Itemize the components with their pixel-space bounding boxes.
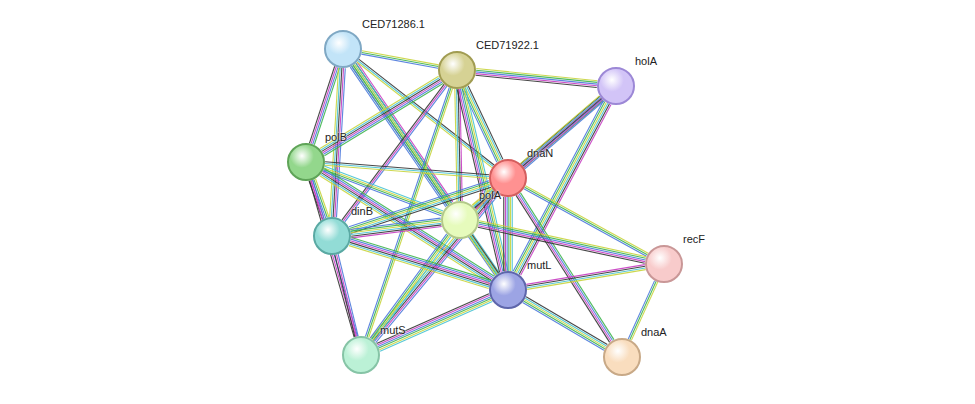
- evidence-line: [372, 192, 495, 340]
- evidence-line: [378, 297, 490, 347]
- evidence-line: [479, 221, 646, 257]
- interaction-edge: [310, 180, 358, 337]
- evidence-line: [478, 226, 645, 262]
- evidence-line: [476, 72, 597, 84]
- interaction-edge: [469, 235, 498, 276]
- evidence-line: [476, 74, 597, 86]
- interaction-edge: [476, 69, 598, 88]
- node-label: mutS: [380, 324, 406, 336]
- evidence-line: [505, 197, 506, 271]
- evidence-line: [338, 254, 358, 336]
- protein-node: polB: [287, 143, 325, 181]
- evidence-line: [472, 235, 499, 274]
- evidence-line: [350, 242, 490, 285]
- protein-node: mutS: [342, 336, 380, 374]
- evidence-line: [320, 76, 439, 148]
- evidence-line: [476, 69, 597, 81]
- evidence-line: [379, 300, 491, 350]
- protein-node: mutL: [489, 271, 527, 309]
- evidence-line: [478, 227, 645, 263]
- evidence-line: [362, 52, 439, 66]
- evidence-line: [349, 244, 489, 287]
- evidence-line: [351, 238, 491, 281]
- evidence-line: [524, 189, 647, 257]
- interaction-edge: [361, 51, 438, 68]
- evidence-line: [525, 187, 648, 255]
- evidence-line: [349, 246, 489, 289]
- evidence-line: [512, 197, 513, 271]
- node-label: polB: [325, 131, 347, 143]
- evidence-line: [473, 97, 600, 206]
- protein-node: CED71286.1: [324, 30, 362, 68]
- evidence-line: [325, 165, 489, 178]
- node-label: CED71922.1: [476, 39, 539, 51]
- evidence-line: [325, 162, 489, 175]
- interaction-edge: [335, 254, 358, 337]
- evidence-line: [479, 224, 646, 260]
- evidence-line: [351, 220, 441, 231]
- evidence-line: [379, 298, 491, 348]
- evidence-line: [325, 164, 489, 177]
- protein-node: recF: [645, 245, 683, 283]
- node-label: mutL: [527, 259, 551, 271]
- evidence-line: [311, 180, 356, 336]
- evidence-line: [476, 100, 603, 209]
- evidence-line: [350, 218, 440, 229]
- interaction-edge: [350, 218, 441, 238]
- evidence-line: [476, 70, 597, 82]
- evidence-line: [476, 75, 597, 87]
- evidence-line: [525, 186, 648, 254]
- interaction-edge: [377, 294, 493, 351]
- evidence-line: [455, 89, 457, 201]
- evidence-line: [324, 84, 443, 156]
- evidence-line: [524, 300, 605, 348]
- node-label: dnaA: [641, 326, 667, 338]
- evidence-line: [362, 51, 439, 65]
- evidence-line: [351, 239, 491, 282]
- interaction-edge: [478, 221, 646, 264]
- node-label: holA: [635, 55, 657, 67]
- node-label: CED71286.1: [362, 18, 425, 30]
- evidence-line: [361, 54, 438, 68]
- node-label: dinB: [351, 205, 373, 217]
- evidence-line: [469, 237, 496, 276]
- evidence-line: [526, 297, 607, 345]
- evidence-line: [380, 302, 492, 352]
- evidence-line: [519, 194, 613, 341]
- evidence-line: [520, 193, 614, 340]
- evidence-line: [479, 222, 646, 258]
- protein-node: holA: [597, 67, 635, 105]
- interaction-edge: [523, 297, 608, 351]
- node-label: dnaN: [527, 147, 553, 159]
- evidence-line: [324, 82, 443, 154]
- evidence-line: [471, 236, 498, 275]
- interaction-edge: [349, 238, 491, 289]
- node-label: polA: [479, 189, 501, 201]
- evidence-line: [377, 295, 489, 345]
- evidence-line: [310, 181, 355, 337]
- evidence-line: [474, 98, 601, 207]
- evidence-line: [523, 303, 604, 351]
- evidence-line: [525, 298, 606, 346]
- evidence-line: [336, 254, 356, 336]
- evidence-line: [377, 294, 489, 344]
- evidence-line: [503, 197, 504, 271]
- node-label: recF: [683, 233, 705, 245]
- protein-node: dnaA: [603, 338, 641, 376]
- protein-node: CED71922.1: [438, 51, 476, 89]
- protein-node: polA: [441, 201, 479, 239]
- evidence-line: [350, 241, 490, 284]
- evidence-line: [524, 301, 605, 349]
- protein-node: dinB: [313, 217, 351, 255]
- evidence-line: [527, 270, 646, 290]
- evidence-line: [313, 180, 358, 336]
- evidence-line: [472, 96, 599, 205]
- evidence-line: [335, 255, 355, 337]
